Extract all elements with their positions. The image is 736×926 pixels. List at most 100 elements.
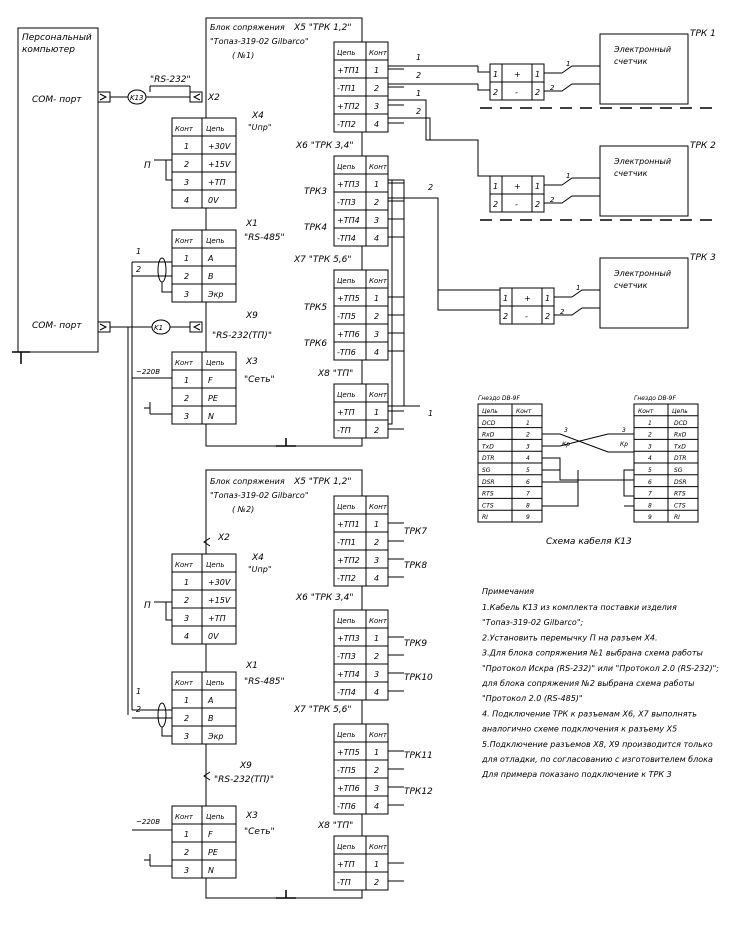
block1-x4-table-row-0-kont: 1: [184, 142, 189, 151]
block2-x6-table-row-0-cep: +ТП3: [337, 634, 360, 643]
block2-x3-table-row-1-kont: 2: [184, 848, 189, 857]
k13-right-r2-a: 3: [648, 443, 652, 450]
block2-x5-table-row-2-cep: +ТП2: [337, 556, 360, 565]
block1-title1: Блок сопряжения: [210, 23, 285, 32]
block1-x5-table-row-1-cep: -ТП1: [337, 84, 356, 93]
block2-x3-label: X3: [245, 811, 258, 821]
block2-x1-label: X1: [245, 661, 258, 671]
block2-title2: "Топаз-319-02 Gilbarco": [210, 491, 309, 500]
block2-x5-table-row-1-kont: 2: [374, 538, 379, 547]
k13-wire-c: 3: [622, 427, 626, 434]
block2-x1-table-row-1-kont: 2: [184, 714, 189, 723]
block1-x5-table-row-3-cep: -ТП2: [337, 120, 356, 129]
k13-left-r8-a: RI: [482, 514, 488, 521]
k13-left-r7-a: CTS: [482, 502, 494, 509]
k13-right-r3-a: 4: [648, 455, 652, 462]
pump-1-w1: 1: [566, 60, 570, 68]
pump-3-counter-line2: счетчик: [614, 281, 648, 290]
block1-x4-table-hdr-cep: Цепь: [206, 125, 224, 133]
k13-left-r6-a: RTS: [482, 491, 494, 498]
note-line-4: "Протокол Искра (RS-232)" или "Протокол …: [482, 664, 719, 673]
k13-left-r8-b: 9: [526, 514, 530, 521]
w1-num: 1: [416, 53, 421, 62]
pump-1-name: ТРК 1: [690, 29, 716, 39]
block1-x6-table-row-1-cep: -ТП3: [337, 198, 356, 207]
block2-x5-table-row-1-cep: -ТП1: [337, 538, 356, 547]
block2-x8-label: X8 "ТП": [317, 821, 353, 831]
note-line-7: 4. Подключение ТРК к разъемам X6, X7 вып…: [482, 709, 697, 718]
notes-title: Примечания: [482, 587, 534, 596]
block2-x5-table-row-3-cep: -ТП2: [337, 574, 356, 583]
k13-right-r1-a: 2: [648, 432, 652, 439]
pump-3-t4: 2: [545, 312, 550, 321]
k13-wire-b: Кр: [562, 441, 570, 448]
block2-x1-table-row-2-kont: 3: [184, 732, 189, 741]
k13-right-r0-a: 1: [648, 420, 652, 427]
trk-side-labels-1: ТРК3 ТРК4 ТРК5 ТРК6: [304, 187, 327, 349]
block1-x4-table-row-1-kont: 2: [184, 160, 189, 169]
pc-ground: [12, 351, 30, 364]
block1-x7-table-row-3-cep: -ТП6: [337, 348, 356, 357]
block2-x8-table-row-0-kont: 1: [374, 860, 379, 869]
pc-title-line1: Персональный: [22, 33, 92, 43]
pump-1-counter-line1: Электронный: [613, 45, 671, 54]
pump-2-w1: 1: [566, 172, 570, 180]
k13-wiring: [542, 433, 634, 507]
trk6-side-label: ТРК6: [304, 339, 327, 349]
block2-x5-table-row-0-kont: 1: [374, 520, 379, 529]
block2-x7-table-row-3-kont: 4: [374, 802, 379, 811]
k13-left-hdr-a: Цепь: [482, 408, 498, 415]
block2-x7-table-hdr-cep: Цепь: [337, 731, 355, 739]
k13-left-r0-b: 1: [526, 420, 530, 427]
w3-num: 1: [416, 89, 421, 98]
block1-x6-table-row-3-kont: 4: [374, 234, 379, 243]
bus-wire-2-label: 2: [136, 265, 141, 274]
block1-x7-table-hdr-cep: Цепь: [337, 277, 355, 285]
pc-title-line2: компьютер: [22, 45, 75, 55]
block2-x6-table-row-0-kont: 1: [374, 634, 379, 643]
k13-left-r3-b: 4: [526, 455, 530, 462]
block2-x1-table-row-0-kont: 1: [184, 696, 189, 705]
note-line-1: "Топаз-319-02 Gilbarco";: [482, 618, 584, 627]
pump-2-plus: +: [514, 182, 521, 191]
block1-x6-table-row-0-kont: 1: [374, 180, 379, 189]
block2-x3-table-row-0-kont: 1: [184, 830, 189, 839]
block1-x1-table-hdr-cep: Цепь: [206, 237, 224, 245]
block1-x6-label: X6 "ТРК 3,4": [295, 141, 354, 151]
pump-1-t3: 1: [535, 70, 540, 79]
jumper-and-mains-1: П ~220В: [132, 159, 172, 415]
k13-left-hdr-b: Конт: [516, 408, 532, 415]
trk9-side-label: ТРК9: [404, 639, 427, 649]
pump-1-w2: 2: [550, 84, 555, 92]
pump-1-t4: 2: [535, 88, 540, 97]
block1-x8-table-row-0-cep: +ТП: [337, 408, 355, 417]
block2-x3-sub: "Сеть": [244, 827, 275, 837]
block1-x5-table-row-0-cep: +ТП1: [337, 66, 360, 75]
block1-x1-sub: "RS-485": [244, 233, 285, 243]
pump-1-t2: 2: [493, 88, 498, 97]
cable-k1-label: K1: [154, 324, 163, 332]
block1-x1-table-row-1-cep: B: [208, 272, 214, 281]
w4-num: 2: [416, 107, 421, 116]
block1-x3-sub: "Сеть": [244, 375, 275, 385]
interface-block-1: Блок сопряжения "Топаз-319-02 Gilbarco" …: [205, 17, 363, 447]
k13-wire-a: 3: [564, 427, 568, 434]
pump-2-t3: 1: [535, 182, 540, 191]
block2-x1-table-row-1-cep: B: [208, 714, 214, 723]
k13-right-r7-a: 8: [648, 502, 652, 509]
pump-2-t4: 2: [535, 200, 540, 209]
block2-x4-table-row-3-cep: 0V: [208, 632, 219, 641]
block2-x6-table-hdr-cep: Цепь: [337, 617, 355, 625]
block1-x4-table-row-0-cep: +30V: [208, 142, 231, 151]
block1-x9-sub: "RS-232(ТП)": [212, 331, 272, 341]
block1-x4-table-row-1-cep: +15V: [208, 160, 231, 169]
block1-x7-table-row-1-cep: -ТП5: [337, 312, 356, 321]
note-line-6: "Протокол 2.0 (RS-485)": [482, 694, 583, 703]
k13-left-r5-a: DSR: [482, 479, 495, 486]
block1-x8-table-row-1-cep: -ТП: [337, 426, 351, 435]
